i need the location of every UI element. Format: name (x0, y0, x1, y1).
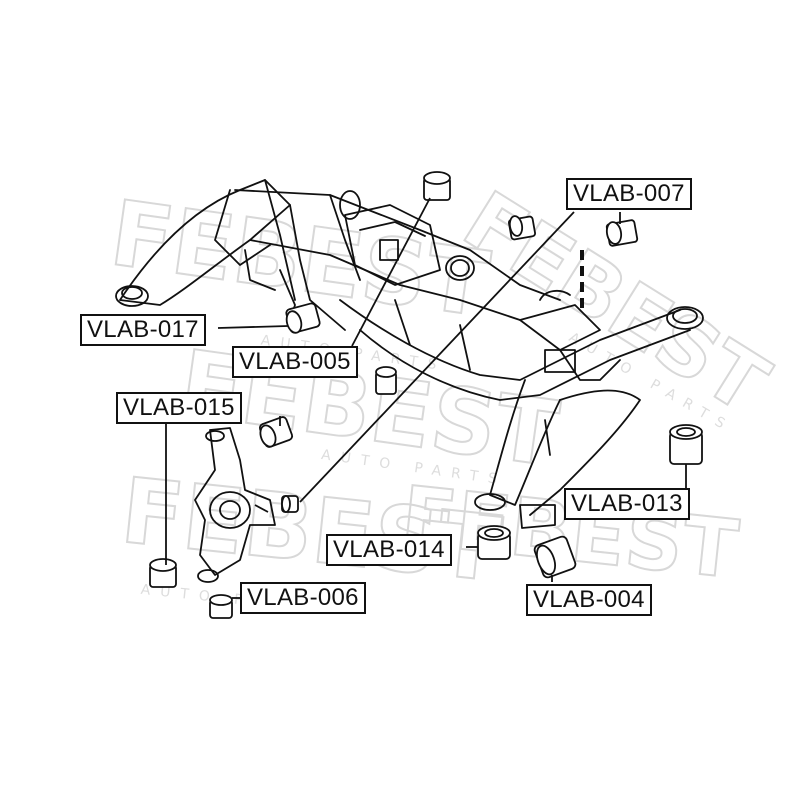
label-vlab-006: VLAB-006 (240, 582, 366, 614)
bushing-top-mid (508, 215, 536, 241)
label-vlab-015: VLAB-015 (116, 392, 242, 424)
bushing-vlab-004 (533, 535, 577, 579)
label-vlab-014: VLAB-014 (326, 534, 452, 566)
leader-017 (217, 325, 289, 329)
leader-lines (165, 197, 687, 599)
bushing-vlab-017 (285, 302, 321, 334)
bushing-top-center (423, 171, 451, 201)
bushing-vlab-015-upper (258, 416, 294, 448)
bushing-small-knuckle (281, 495, 299, 513)
bushing-vlab-014 (477, 525, 511, 560)
bushing-vlab-006 (209, 594, 233, 619)
bushing-vlab-007 (605, 219, 639, 247)
label-vlab-004: VLAB-004 (526, 584, 652, 616)
bushing-center-mid (375, 366, 397, 395)
bushing-vlab-013 (669, 424, 703, 465)
knuckle-drawing (194, 427, 276, 583)
leader-005 (351, 197, 431, 347)
label-vlab-005: VLAB-005 (232, 346, 358, 378)
subframe-drawing (115, 179, 704, 529)
label-vlab-007: VLAB-007 (566, 178, 692, 210)
bushings (149, 171, 703, 619)
label-vlab-017: VLAB-017 (80, 314, 206, 346)
label-vlab-013: VLAB-013 (564, 488, 690, 520)
bushing-vlab-015-lower (149, 558, 177, 588)
leader-007 (299, 211, 575, 503)
